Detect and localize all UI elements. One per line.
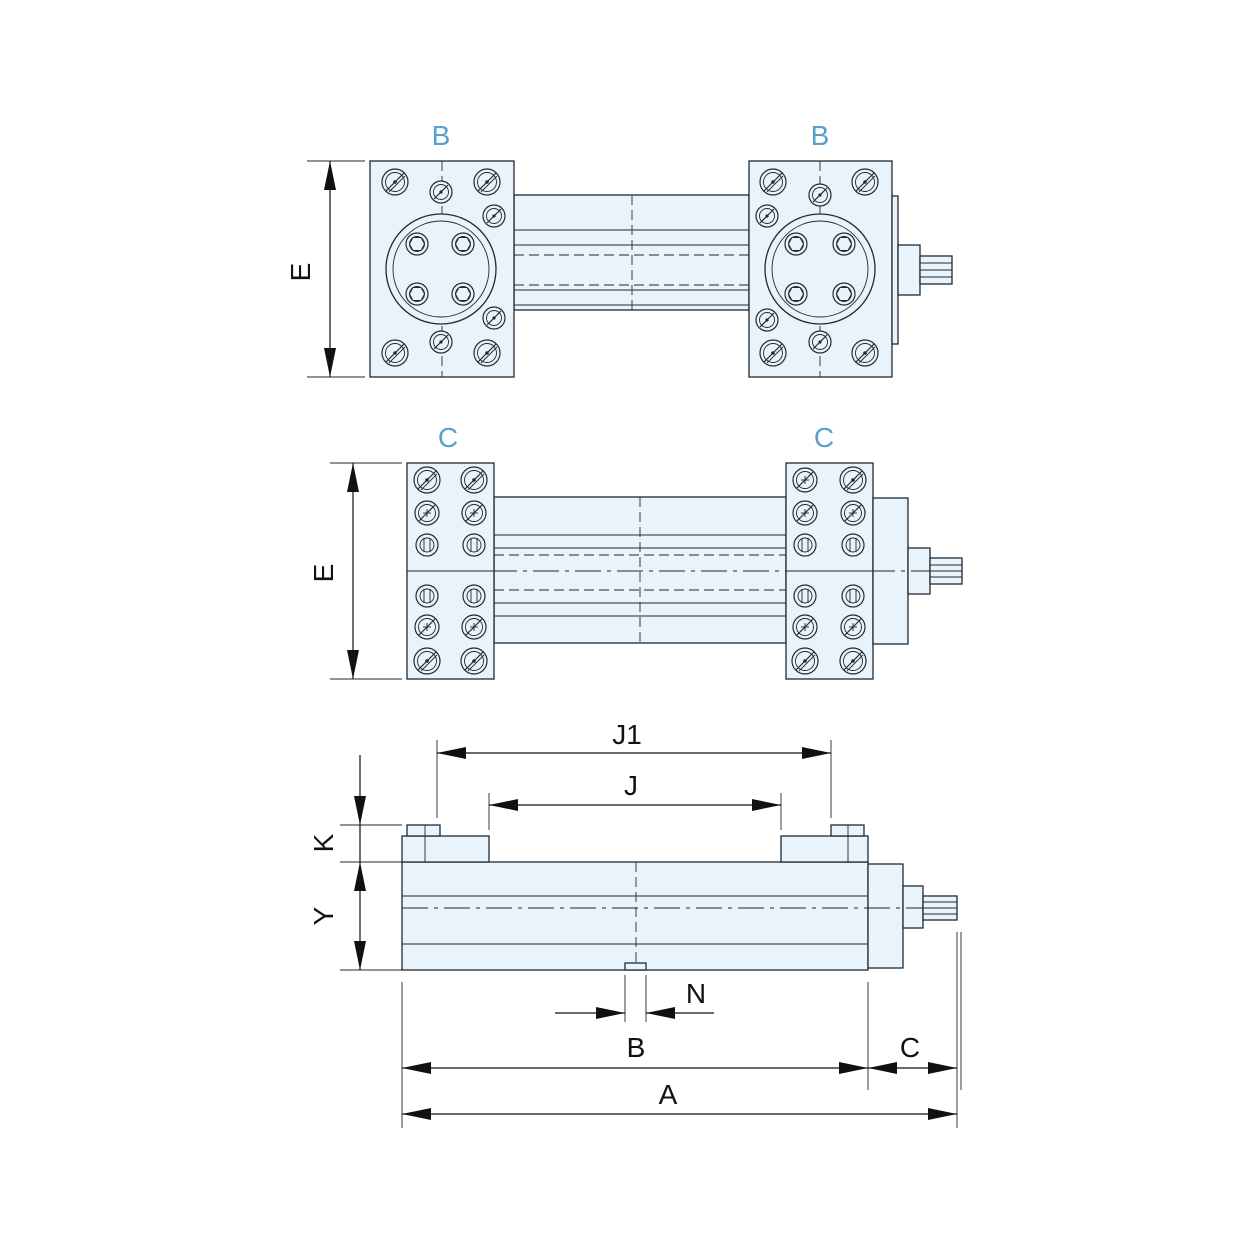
dim-k-label: K <box>308 833 339 852</box>
dim-n-label: N <box>686 978 706 1009</box>
dim-j1-label: J1 <box>612 719 642 750</box>
top-dim-e-label: E <box>285 263 316 282</box>
middle-view-label-left: C <box>438 422 458 453</box>
middle-view-label-right: C <box>814 422 834 453</box>
dim-b-label: B <box>627 1032 646 1063</box>
top-view-label-left: B <box>432 120 451 151</box>
dim-a-label: A <box>659 1079 678 1110</box>
dim-c-label: C <box>900 1032 920 1063</box>
top-view: E B B <box>285 120 953 378</box>
side-body <box>401 861 869 971</box>
middle-dim-e-label: E <box>308 564 339 583</box>
top-tube <box>513 194 750 311</box>
dim-j-label: J <box>624 770 638 801</box>
top-view-label-right: B <box>811 120 830 151</box>
dim-y-label: Y <box>308 906 339 925</box>
side-view: J1 J K Y N B <box>308 719 962 1128</box>
middle-view: E C C <box>308 422 963 680</box>
